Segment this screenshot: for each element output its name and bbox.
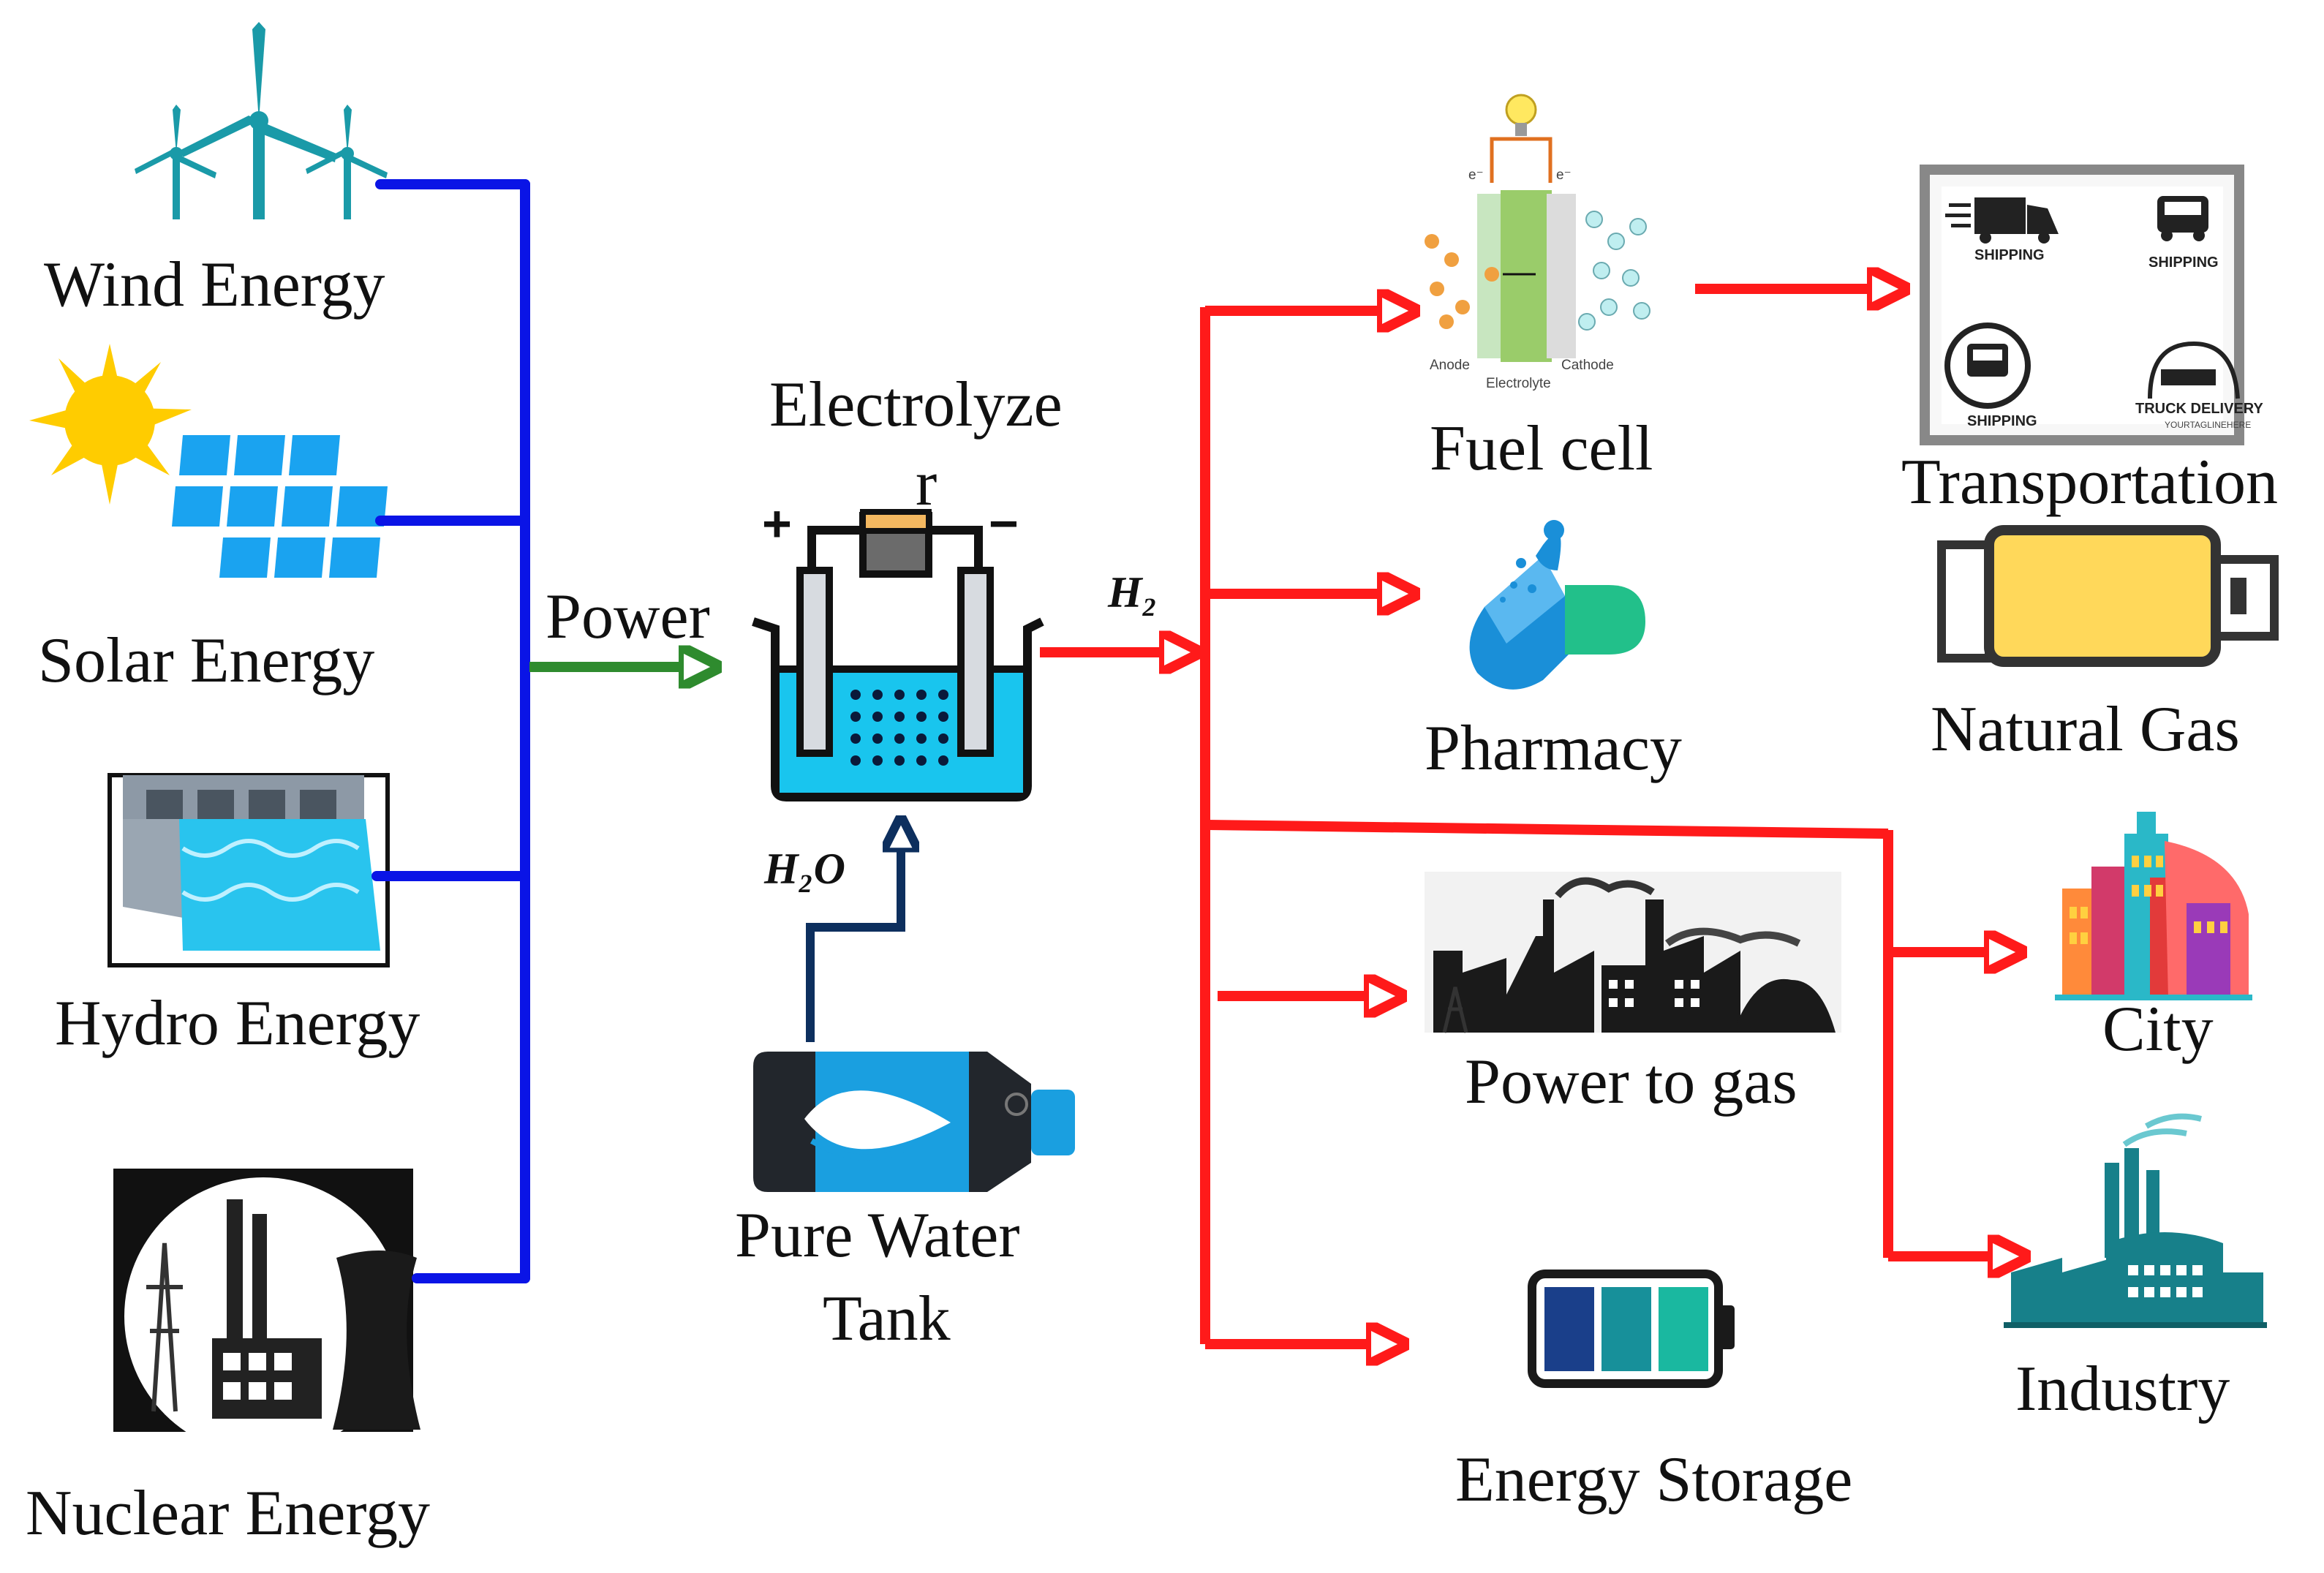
transport-badge-2: SHIPPING [2148, 254, 2219, 271]
transport-tagline: YOURTAGLINEHERE [2165, 420, 2251, 430]
source-power-bus [371, 179, 530, 1283]
transportation-label: Transportation [1901, 447, 2278, 518]
electrolyzer-icon: + − [752, 495, 1044, 801]
electrolyzer-label-line1: Electrolyze [769, 369, 1063, 440]
power-to-gas-label: Power to gas [1465, 1046, 1797, 1117]
fuel-cell-icon: Anode Electrolyte Cathode e⁻ e⁻ [1425, 94, 1650, 391]
power-to-gas-factory-icon [1425, 872, 1841, 1033]
city-buildings-icon [2055, 812, 2252, 1000]
natural-gas-tank-icon [1937, 525, 2279, 667]
transport-badge-4: TRUCK DELIVERY [2135, 401, 2263, 417]
water-supply-arrow [806, 823, 901, 1042]
solar-panel-icon [29, 344, 388, 578]
transportation-shipping-icon: SHIPPING SHIPPING SHIPPING TRUCK DELIVER… [1920, 165, 2263, 445]
industry-factory-icon [2004, 1113, 2267, 1328]
water-tank-label-line2: Tank [823, 1283, 951, 1354]
fuel-cell-electrolyte-label: Electrolyte [1486, 376, 1551, 391]
hydrogen-distribution-lines [1200, 307, 1893, 1344]
electrolyzer-label-line2: r [916, 448, 937, 519]
pharmacy-label: Pharmacy [1425, 713, 1682, 784]
h2-label: H₂ [1107, 568, 1158, 616]
nuclear-plant-icon [113, 1169, 420, 1455]
nuclear-energy-label: Nuclear Energy [26, 1478, 430, 1549]
pharmacy-capsule-icon [1469, 520, 1645, 690]
transport-badge-3: SHIPPING [1967, 413, 2037, 429]
power-label: Power [546, 581, 710, 652]
fuel-cell-cathode-label: Cathode [1561, 358, 1614, 373]
electrolyzer-minus-sign: − [989, 495, 1019, 552]
natural-gas-label: Natural Gas [1931, 694, 2240, 765]
battery-icon [1528, 1270, 1735, 1388]
solar-energy-label: Solar Energy [38, 625, 374, 696]
fuel-cell-electron-left: e⁻ [1468, 167, 1484, 183]
hydro-energy-label: Hydro Energy [55, 988, 420, 1059]
wind-energy-label: Wind Energy [44, 249, 385, 320]
water-bottle-icon [753, 1052, 1075, 1192]
energy-storage-label: Energy Storage [1455, 1444, 1852, 1515]
industry-label: Industry [2015, 1354, 2230, 1425]
city-label: City [2102, 994, 2214, 1065]
water-tank-label-line1: Pure Water [735, 1200, 1020, 1271]
h2o-label: H₂O [763, 845, 845, 893]
electrolyzer-plus-sign: + [762, 495, 792, 552]
fuel-cell-anode-label: Anode [1430, 358, 1470, 373]
hydro-dam-icon [107, 773, 390, 967]
fuel-cell-label: Fuel cell [1430, 413, 1653, 484]
wind-turbine-icon [135, 22, 388, 219]
transport-badge-1: SHIPPING [1974, 247, 2045, 263]
fuel-cell-electron-right: e⁻ [1556, 167, 1572, 183]
